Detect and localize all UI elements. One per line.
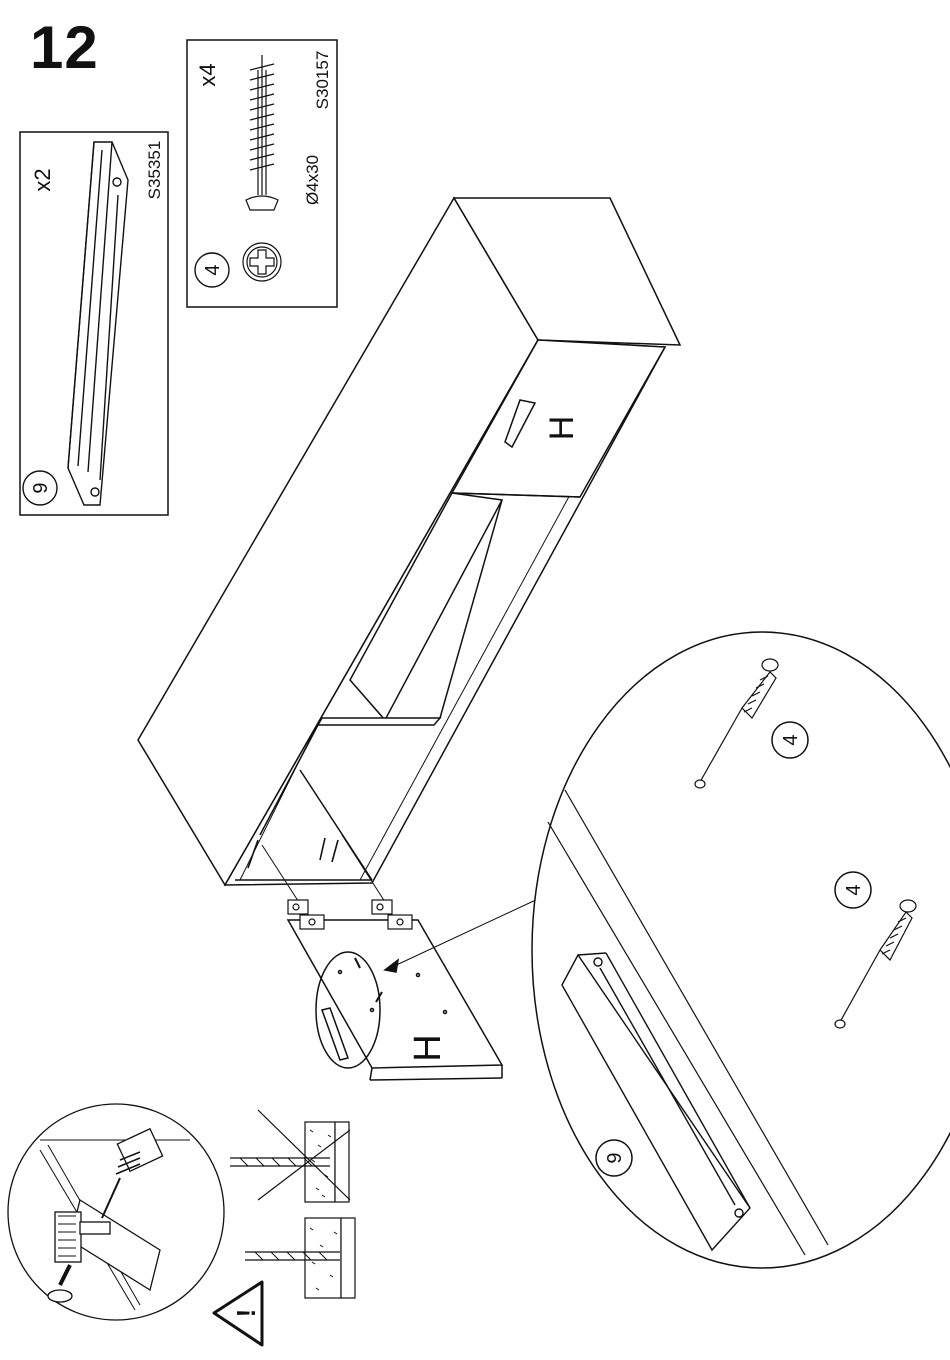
door-label: H [407, 1034, 449, 1061]
warning-symbol: ! [231, 1309, 261, 1318]
drill-detail [8, 1104, 224, 1320]
drawer-door-label: H [543, 416, 581, 441]
handle-qty: x2 [30, 168, 55, 191]
screw-part-code: S30157 [313, 51, 332, 110]
part-box-handle: x2 S35351 9 [20, 132, 168, 515]
detail-screw-a-callout: 4 [780, 734, 802, 745]
part-box-screw: x4 S30157 Ø4x30 4 [187, 40, 337, 307]
handle-part-code: S35351 [145, 141, 164, 200]
detail-screw-b-callout: 4 [843, 884, 865, 895]
detail-view: 9 4 4 [532, 632, 950, 1268]
handle-callout: 9 [30, 482, 52, 493]
screw-qty: x4 [195, 63, 220, 86]
screw-size: Ø4x30 [303, 155, 322, 205]
warning-icon: ! [214, 1282, 262, 1345]
detail-handle-callout: 9 [604, 1152, 626, 1163]
door-panel: H [288, 898, 540, 1080]
screw-callout: 4 [202, 264, 224, 275]
phillips-head-icon [243, 243, 281, 281]
drill-bit-diagram-wrong [230, 1110, 350, 1202]
